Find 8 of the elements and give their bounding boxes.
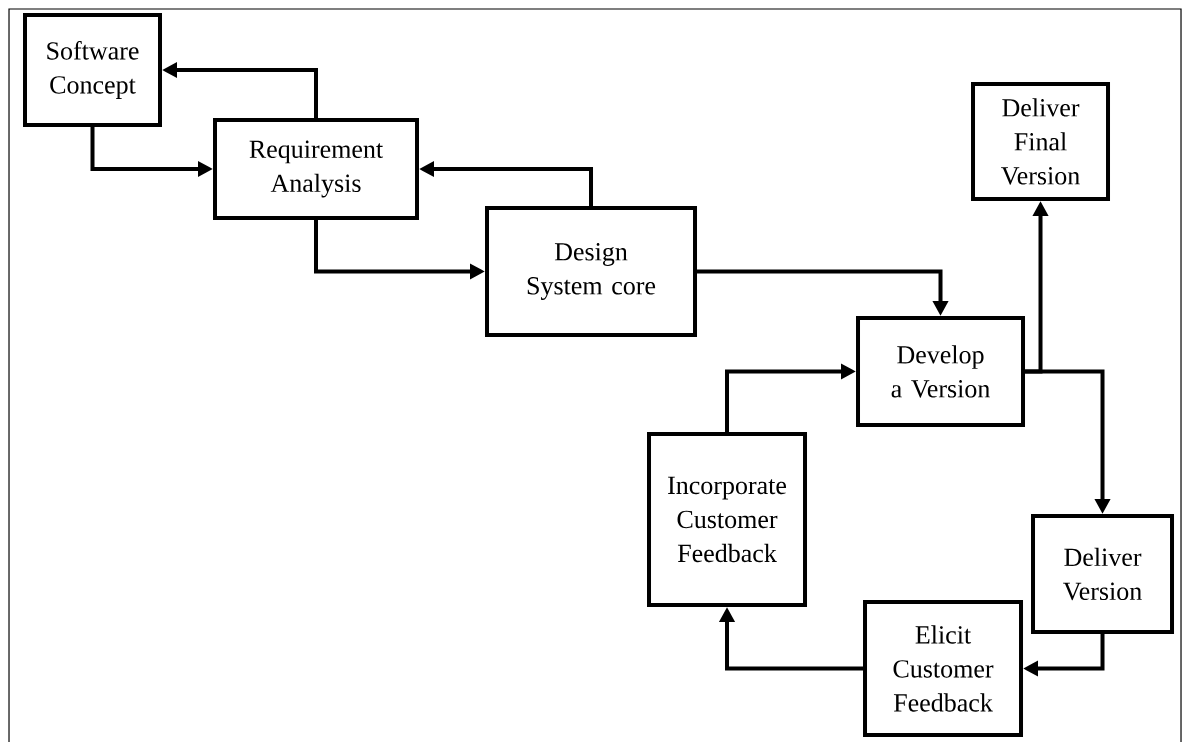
process-box: Incorporate Customer Feedback xyxy=(647,432,807,607)
process-box: Design System core xyxy=(485,206,697,337)
process-box: Develop a Version xyxy=(856,316,1025,427)
process-box: Elicit Customer Feedback xyxy=(863,600,1023,737)
process-box: Deliver Final Version xyxy=(971,82,1110,201)
process-box: Requirement Analysis xyxy=(213,118,419,220)
process-box: Software Concept xyxy=(23,13,162,127)
process-box: Deliver Version xyxy=(1031,514,1174,634)
